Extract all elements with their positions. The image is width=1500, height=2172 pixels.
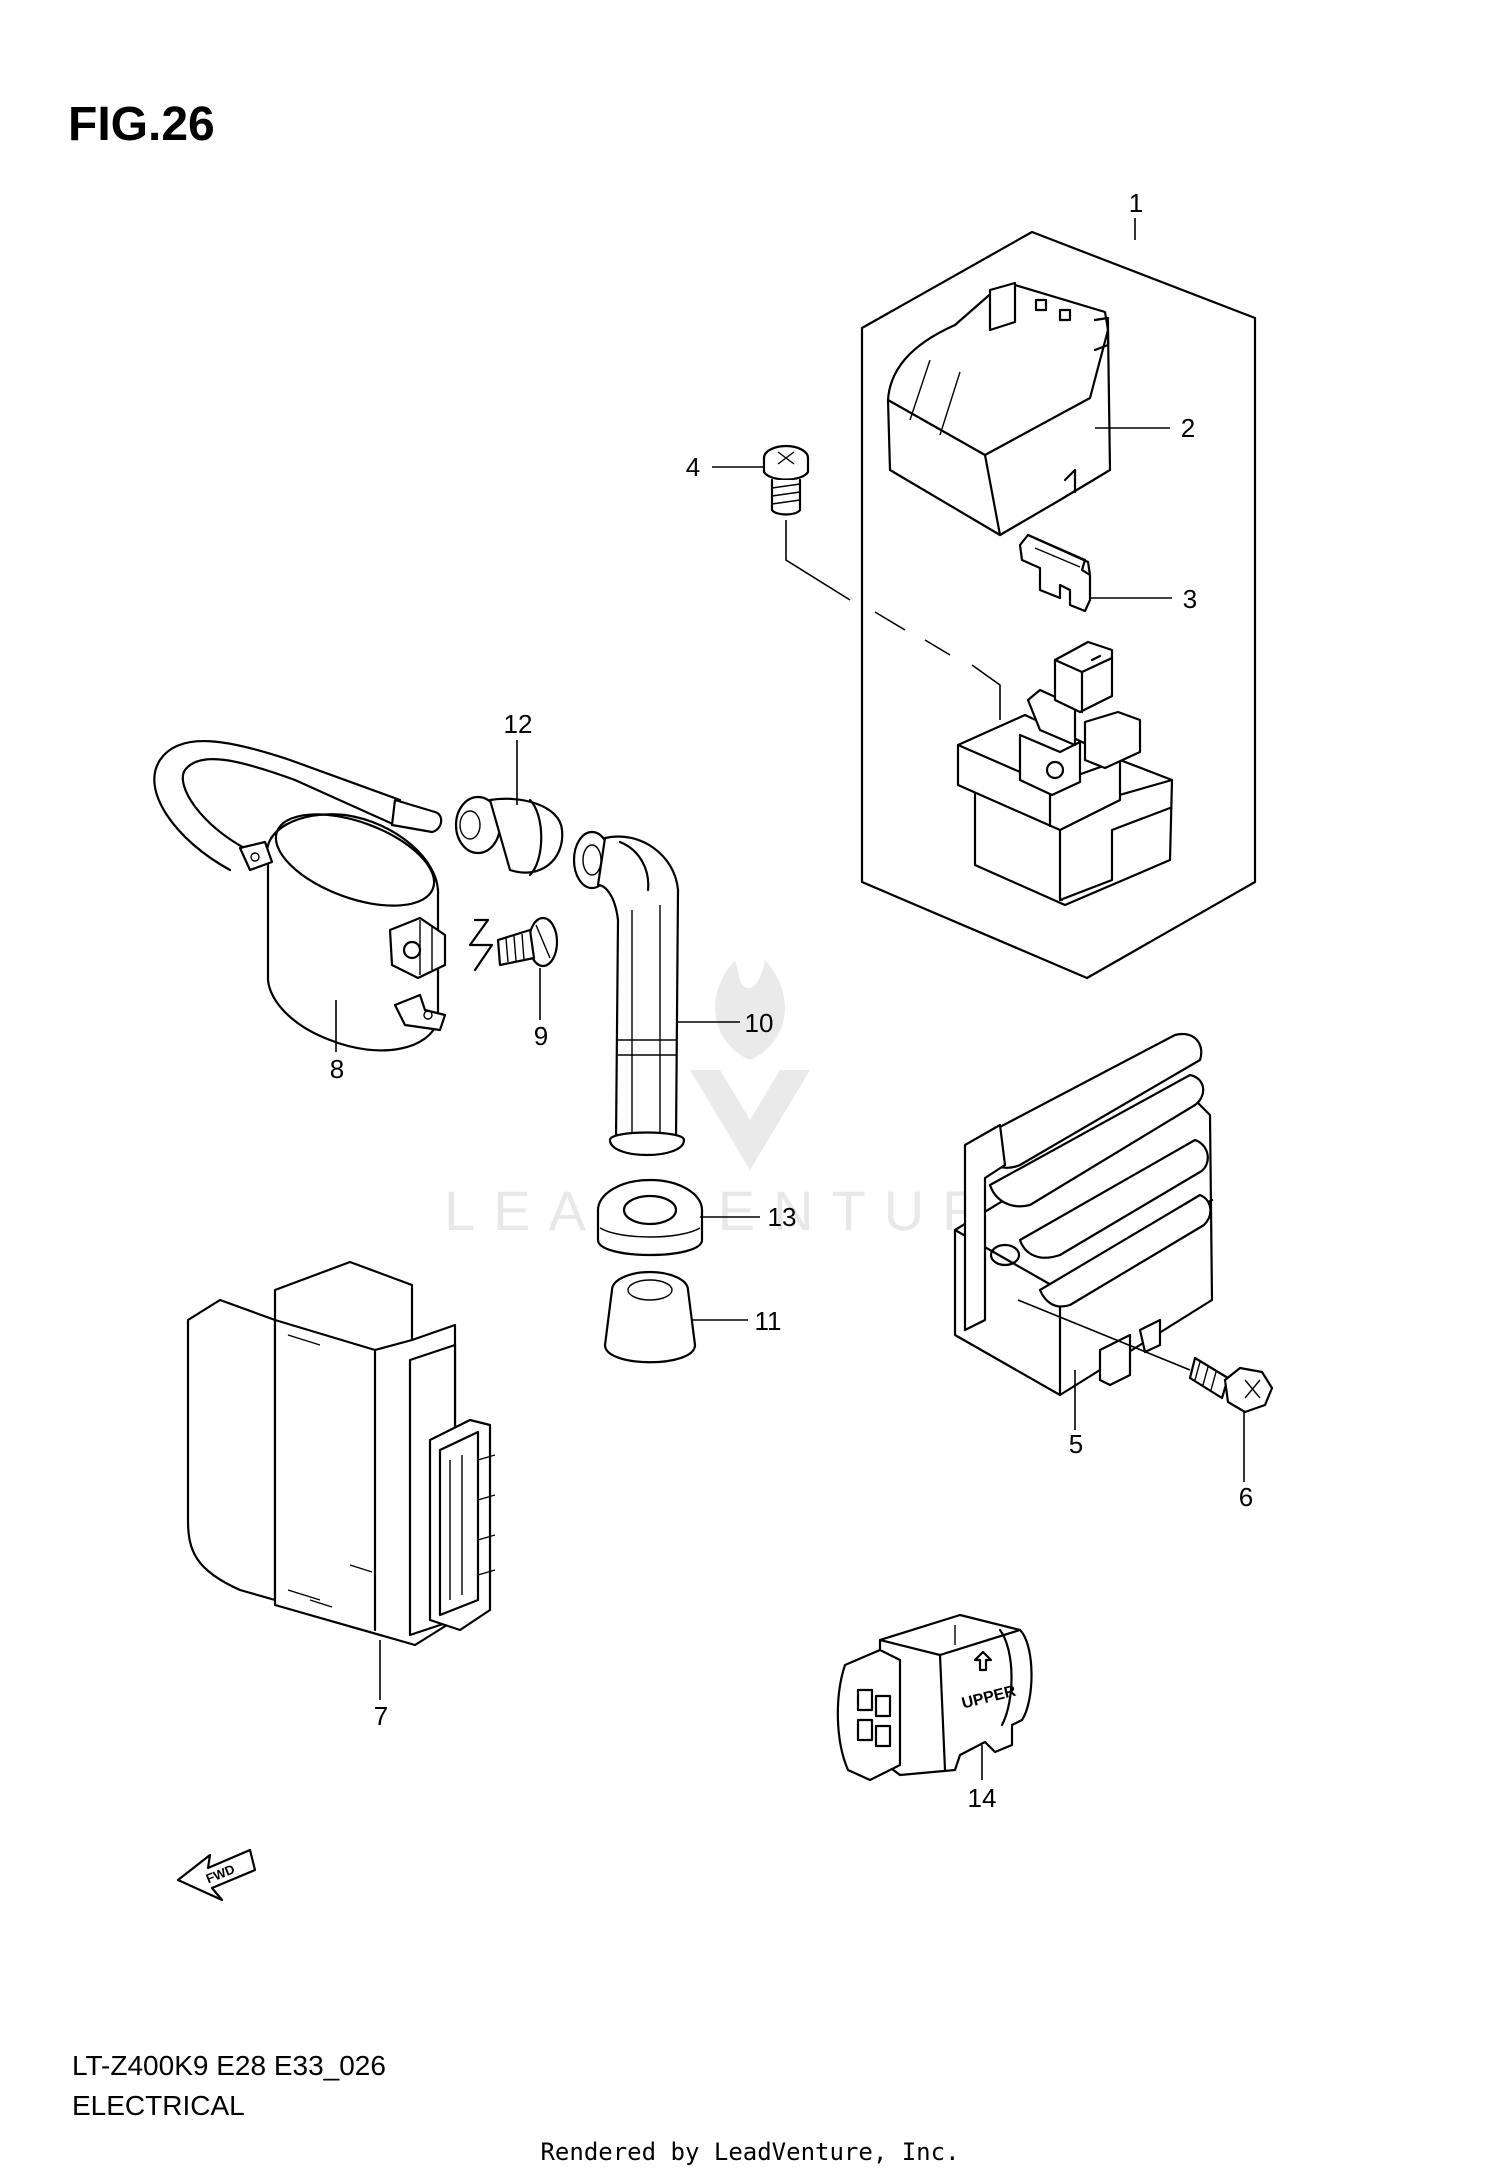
grommet[interactable] bbox=[596, 1178, 704, 1257]
callout-14: 14 bbox=[968, 1783, 997, 1813]
callout-5: 5 bbox=[1069, 1429, 1083, 1459]
bolt-4-guide-dashed bbox=[874, 611, 1001, 720]
fwd-arrow: FWD bbox=[176, 1848, 257, 1902]
section-name: ELECTRICAL bbox=[72, 2090, 245, 2121]
callout-1: 1 bbox=[1129, 188, 1143, 218]
callout-6: 6 bbox=[1239, 1482, 1253, 1512]
starter-relay-assembly[interactable] bbox=[762, 230, 1257, 980]
regulator-rectifier[interactable] bbox=[953, 1032, 1214, 1397]
callout-13: 13 bbox=[768, 1202, 797, 1232]
callout-2: 2 bbox=[1181, 413, 1195, 443]
callout-10: 10 bbox=[745, 1008, 774, 1038]
callout-7: 7 bbox=[374, 1701, 388, 1731]
callout-8: 8 bbox=[330, 1054, 344, 1084]
connector[interactable]: UPPER bbox=[836, 1613, 1033, 1782]
starter-relay[interactable] bbox=[956, 640, 1174, 907]
fuse[interactable] bbox=[1018, 533, 1092, 613]
high-tension-cord[interactable] bbox=[572, 830, 686, 1156]
model-code: LT-Z400K9 E28 E33_026 bbox=[72, 2050, 386, 2081]
watermark: LEADVENTURE bbox=[444, 960, 1056, 1242]
relay-cover[interactable] bbox=[886, 281, 1112, 537]
watermark-text: LEADVENTURE bbox=[444, 1179, 1056, 1242]
callout-11: 11 bbox=[755, 1306, 782, 1336]
plug-cap[interactable] bbox=[454, 795, 564, 877]
ecm-unit[interactable] bbox=[186, 1260, 496, 1647]
coil-bolt[interactable] bbox=[468, 916, 559, 972]
assembly-outline bbox=[860, 230, 1257, 980]
callout-3: 3 bbox=[1183, 584, 1197, 614]
callout-12: 12 bbox=[504, 709, 533, 739]
callout-9: 9 bbox=[534, 1021, 548, 1051]
ignition-coil[interactable] bbox=[153, 739, 447, 1052]
bolt-4-guide bbox=[785, 520, 851, 601]
figure-title: FIG.26 bbox=[68, 98, 215, 151]
callout-4: 4 bbox=[686, 452, 700, 482]
leader-lines bbox=[335, 218, 1245, 1780]
rendered-by: Rendered by LeadVenture, Inc. bbox=[540, 2138, 959, 2166]
bolt-4[interactable] bbox=[762, 444, 810, 516]
boot[interactable] bbox=[603, 1270, 697, 1364]
regulator-bolt[interactable] bbox=[1188, 1356, 1274, 1414]
